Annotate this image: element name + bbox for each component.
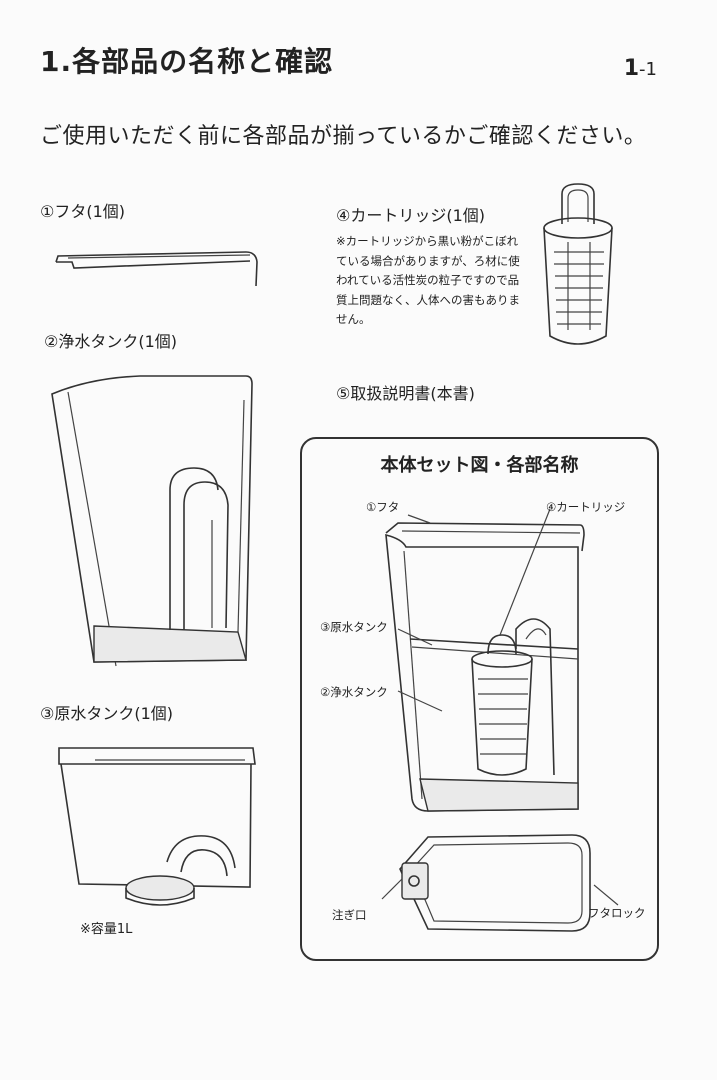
callout-raw-tank: ③原水タンク xyxy=(320,620,388,634)
cartridge-label: ④カートリッジ(1個) xyxy=(336,206,486,225)
filtered-tank-illustration xyxy=(51,375,253,667)
lid-label: ①フタ(1個) xyxy=(40,202,126,221)
manual-label: ⑤取扱説明書(本書) xyxy=(336,384,475,403)
page-number-main: 1 xyxy=(623,56,640,81)
callout-spout: 注ぎ口 xyxy=(332,908,367,922)
cartridge-illustration xyxy=(543,183,613,345)
filtered-tank-label: ②浄水タンク(1個) xyxy=(44,332,178,351)
callout-lid: ①フタ xyxy=(366,500,400,514)
assembly-title: 本体セット図・各部名称 xyxy=(380,455,579,476)
callout-lid-lock: フタロック xyxy=(588,906,646,920)
raw-tank-label: ③原水タンク(1個) xyxy=(40,704,174,723)
page-title: 1.各部品の名称と確認 xyxy=(40,45,334,78)
capacity-note: ※容量1L xyxy=(80,922,133,937)
page-number: 1-1 xyxy=(624,56,657,81)
assembly-diagram-box: 本体セット図・各部名称 xyxy=(300,437,659,961)
raw-tank-illustration xyxy=(58,747,256,906)
cartridge-note: ※カートリッジから黒い粉がこぼれている場合がありますが、ろ材に使われている活性炭… xyxy=(336,234,520,326)
lid-illustration xyxy=(55,251,258,287)
intro-text: ご使用いただく前に各部品が揃っているかご確認ください。 xyxy=(40,124,647,149)
callout-cartridge: ④カートリッジ xyxy=(546,500,626,514)
assembly-illustration xyxy=(381,508,619,932)
callout-filtered-tank: ②浄水タンク xyxy=(320,685,388,699)
page-number-sub: -1 xyxy=(639,59,657,80)
